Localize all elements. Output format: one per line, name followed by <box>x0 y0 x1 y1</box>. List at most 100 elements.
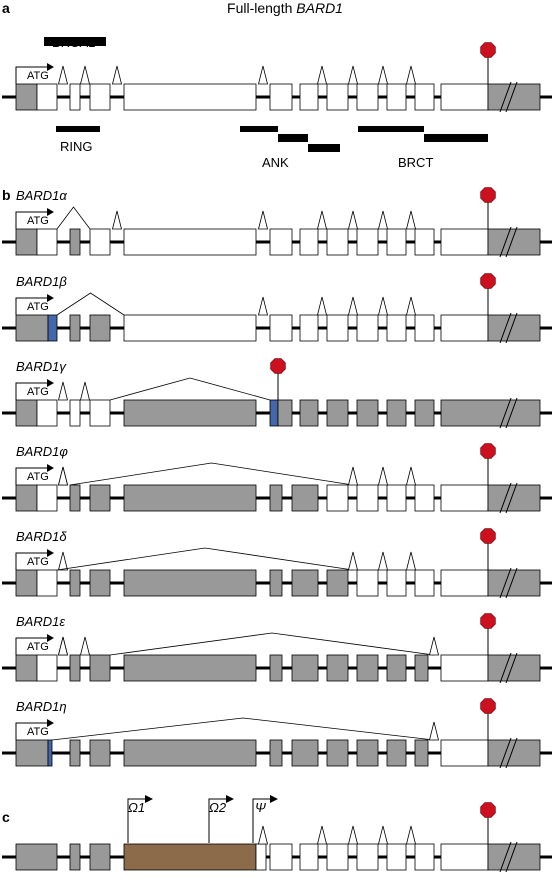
domain-bar <box>56 126 100 132</box>
panel-a-title-prefix: Full-length <box>227 0 296 16</box>
exon <box>69 843 81 871</box>
exon <box>326 228 349 256</box>
exon <box>414 569 435 597</box>
exon <box>326 314 349 342</box>
exon <box>299 228 319 256</box>
splice-peak <box>57 381 69 401</box>
exon <box>277 399 293 427</box>
splice-peak <box>316 296 328 316</box>
stop-codon-icon <box>480 443 496 459</box>
exon <box>386 484 407 512</box>
exon <box>326 843 349 871</box>
promoter-arrow <box>127 798 146 843</box>
utr-5prime <box>15 83 38 111</box>
splice-peak <box>347 65 359 85</box>
isoform-track-delta: ATG <box>2 528 552 599</box>
exon <box>269 228 293 256</box>
exon <box>414 739 429 767</box>
isoform-name-phi: BARD1φ <box>16 444 68 459</box>
break-mark <box>505 567 518 599</box>
ring-label: RING <box>60 139 93 154</box>
break-gap <box>503 316 513 340</box>
utr-5prime <box>15 843 58 871</box>
splice-peak <box>405 65 417 85</box>
splice-peak <box>257 65 269 85</box>
splice-peak <box>111 65 123 85</box>
splice-peak <box>377 296 389 316</box>
start-arrow <box>15 382 48 400</box>
isoform-name-gamma: BARD1γ <box>16 359 67 374</box>
break-mark <box>499 841 512 873</box>
exon <box>299 314 319 342</box>
exon <box>69 228 81 256</box>
large-exon <box>123 569 257 597</box>
exon <box>89 484 111 512</box>
break-gap <box>503 656 513 680</box>
splice-junction <box>56 292 125 316</box>
arrow-head-icon <box>47 634 54 642</box>
utr-5prime <box>15 569 38 597</box>
start-arrow <box>15 211 48 229</box>
stop-codon-icon <box>480 187 496 203</box>
exon <box>291 654 319 682</box>
exon <box>356 228 379 256</box>
splice-peak <box>377 551 389 571</box>
exon <box>255 843 267 871</box>
exon <box>291 569 319 597</box>
break-mark <box>499 397 512 429</box>
splice-peak <box>257 296 269 316</box>
isoform-track-eta: ATG <box>2 698 552 769</box>
isoform-name-epsilon: BARD1ε <box>16 614 65 629</box>
exon <box>36 654 58 682</box>
exon <box>386 83 407 111</box>
novel-exon <box>269 399 279 427</box>
exon <box>326 83 349 111</box>
stop-codon-icon <box>480 613 496 629</box>
utr-3prime <box>487 569 541 597</box>
panel-b: b BARD1α BARD1β BARD1γ BARD1φ BARD1δ BAR… <box>2 187 552 769</box>
novel-exon <box>47 739 53 767</box>
splice-peak <box>377 210 389 230</box>
large-exon <box>123 654 257 682</box>
exon <box>89 739 111 767</box>
exon <box>386 654 407 682</box>
utr-5prime <box>15 654 38 682</box>
promoter-omega1-label: Ω1 <box>128 800 145 815</box>
exon <box>414 228 435 256</box>
exon <box>89 569 111 597</box>
break-mark <box>505 312 518 344</box>
ank-label: ANK <box>262 155 289 170</box>
exon <box>386 843 407 871</box>
exon <box>89 83 111 111</box>
splice-junction <box>51 717 435 741</box>
exon <box>269 83 293 111</box>
splice-peak <box>316 825 328 845</box>
isoform-track-gamma: ATG <box>2 358 552 429</box>
exon <box>414 484 435 512</box>
exon <box>440 739 489 767</box>
start-arrow <box>15 722 48 740</box>
isoform-track-phi: ATG <box>2 443 552 514</box>
break-mark <box>499 81 512 113</box>
atg-label: ATG <box>27 386 49 398</box>
splice-junction <box>56 547 354 571</box>
utr-5prime <box>15 314 49 342</box>
splice-peak <box>347 825 359 845</box>
exon <box>440 654 489 682</box>
large-exon <box>123 83 257 111</box>
splice-peak <box>405 466 417 486</box>
splice-peak <box>257 825 269 845</box>
arrow-head-icon <box>47 208 54 216</box>
break-mark <box>499 226 512 258</box>
exon <box>414 83 435 111</box>
exon <box>69 739 81 767</box>
utr-5prime <box>15 484 38 512</box>
exon <box>299 843 319 871</box>
exon <box>386 314 407 342</box>
promoter-psi-label: Ψ <box>255 800 266 815</box>
exon <box>269 314 293 342</box>
exon <box>386 569 407 597</box>
splice-peak <box>79 636 91 656</box>
exon <box>269 569 283 597</box>
splice-peak <box>405 210 417 230</box>
